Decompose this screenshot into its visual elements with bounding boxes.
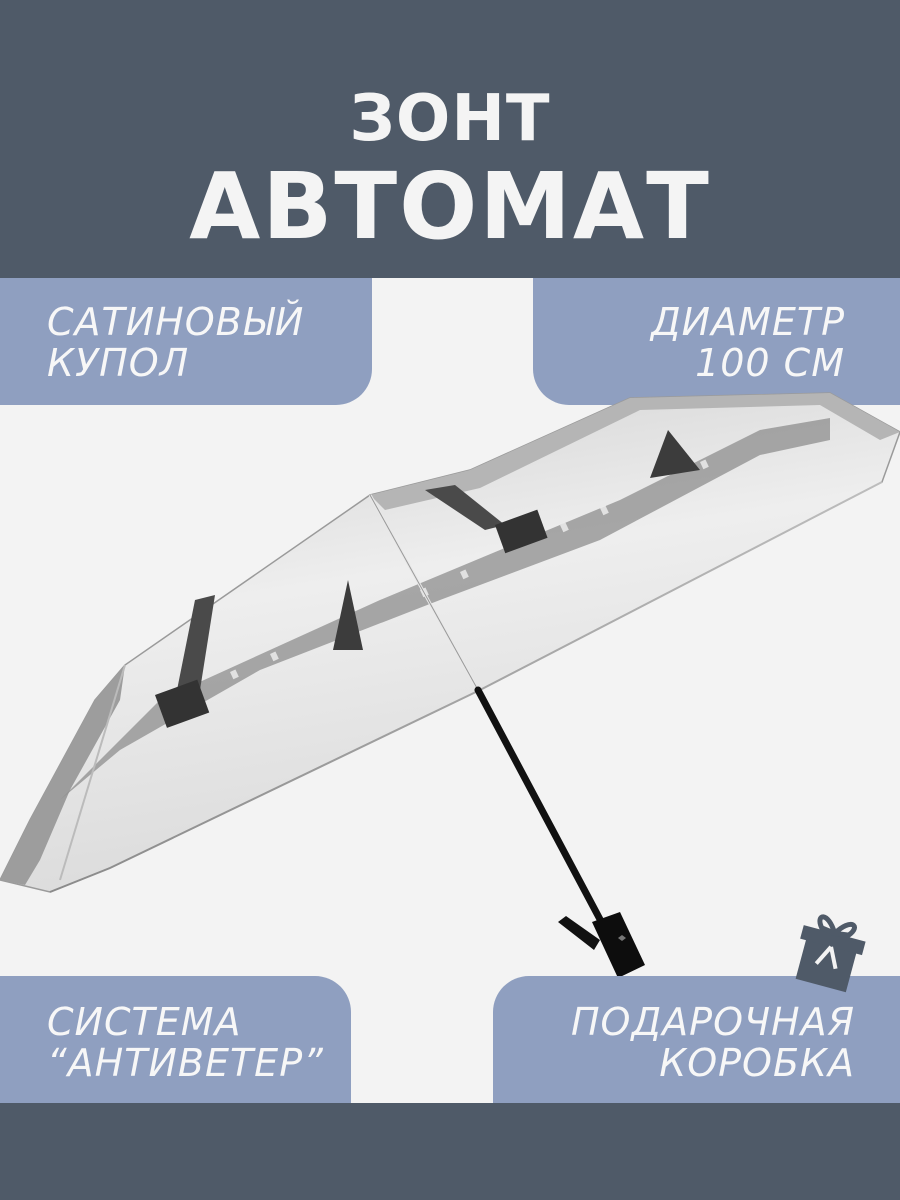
umbrella-image	[0, 392, 900, 978]
footer-band	[0, 1103, 900, 1200]
feature-text-line2: 100 СМ	[695, 341, 845, 385]
umbrella-handle	[592, 912, 645, 978]
feature-badge-anti-wind: СИСТЕМА “АНТИВЕТЕР”	[0, 976, 351, 1103]
umbrella-shaft	[474, 686, 607, 929]
feature-text-line1: СИСТЕМА	[47, 1000, 242, 1044]
header-band	[0, 0, 900, 278]
feature-text-line1: САТИНОВЫЙ	[47, 300, 305, 344]
title-line-1: ЗОНТ	[349, 82, 551, 156]
feature-badge-satin-canopy: САТИНОВЫЙ КУПОЛ	[0, 278, 372, 405]
title-line-2: АВТОМАТ	[189, 153, 711, 260]
gift-icon	[795, 914, 866, 993]
feature-text-line1: ПОДАРОЧНАЯ	[570, 1000, 855, 1044]
feature-text-line2: КОРОБКА	[659, 1041, 855, 1085]
feature-text-line2: КУПОЛ	[47, 341, 190, 385]
feature-text-line1: ДИАМЕТР	[650, 300, 845, 344]
feature-badge-gift-box: ПОДАРОЧНАЯ КОРОБКА	[493, 976, 900, 1103]
feature-text-line2: “АНТИВЕТЕР”	[47, 1041, 324, 1085]
feature-badge-diameter: ДИАМЕТР 100 СМ	[533, 278, 900, 405]
